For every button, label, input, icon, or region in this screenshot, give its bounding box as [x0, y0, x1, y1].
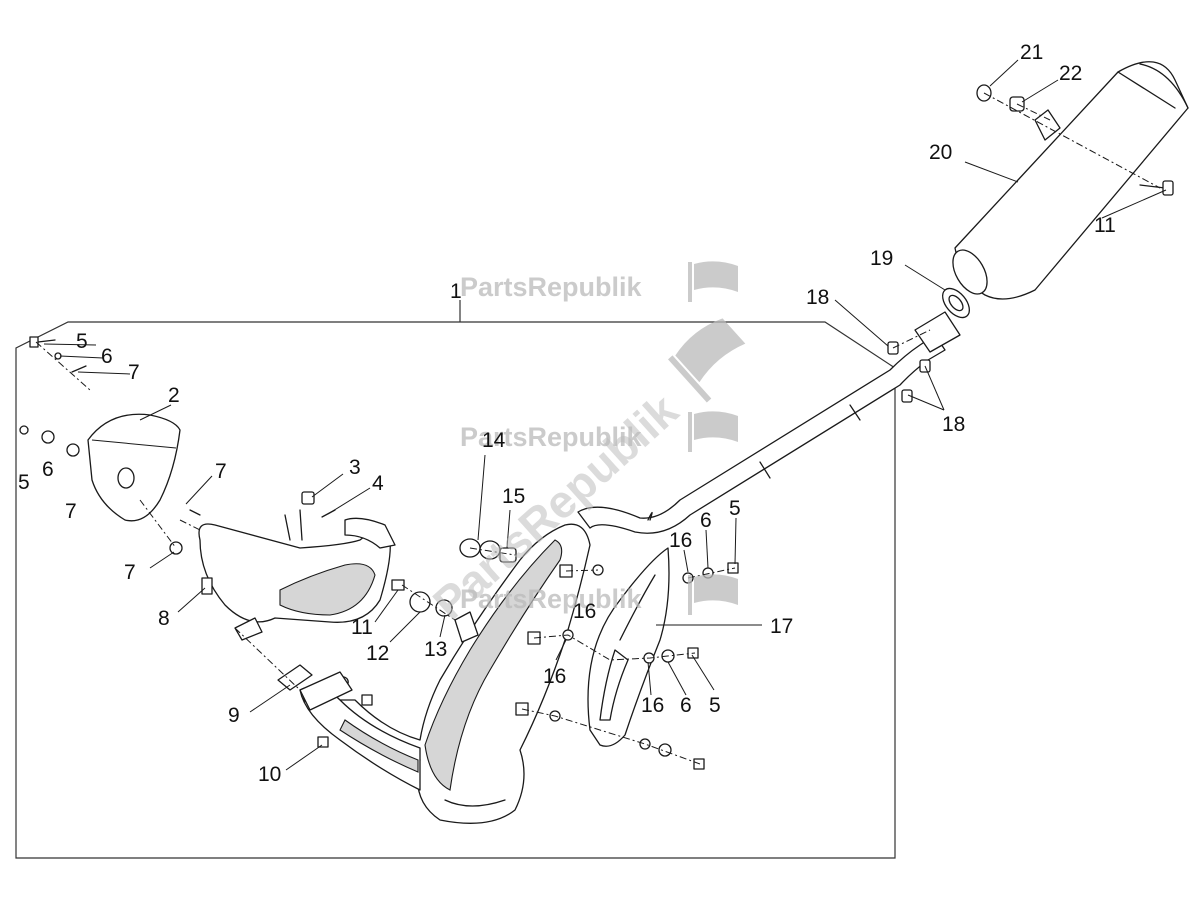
- callout-8: 8: [158, 607, 170, 630]
- guard-cover[interactable]: [87, 413, 181, 522]
- callout-5: 5: [76, 330, 88, 353]
- exhaust-flange[interactable]: [277, 664, 353, 711]
- callout-19: 19: [870, 247, 893, 270]
- callout-16: 16: [543, 665, 566, 688]
- callout-5: 5: [709, 694, 721, 717]
- callout-6: 6: [42, 458, 54, 481]
- callout-4: 4: [372, 472, 384, 495]
- callout-15: 15: [502, 485, 525, 508]
- callout-17: 17: [770, 615, 793, 638]
- callout-22: 22: [1059, 62, 1082, 85]
- leader-lines: [43, 59, 1167, 771]
- watermark-flag-icon: [688, 412, 692, 452]
- callout-5: 5: [18, 471, 30, 494]
- watermark-flag-icon: [688, 262, 692, 302]
- callout-14: 14: [482, 429, 506, 452]
- assembly-frame: [15, 300, 896, 859]
- callout-6: 6: [680, 694, 692, 717]
- watermark-text: PartsRepublik: [460, 272, 643, 302]
- watermark-flag-icon: [668, 355, 712, 403]
- callout-21: 21: [1020, 41, 1043, 64]
- callout-2: 2: [168, 384, 180, 407]
- watermark-top: PartsRepublik: [460, 261, 738, 302]
- callout-16: 16: [669, 529, 692, 552]
- callout-10: 10: [258, 763, 281, 786]
- callout-labels: 1 2 3 4 5 5 5 5 6 6 6 6 7 7 7 7 8 9 10 1…: [18, 41, 1116, 786]
- callout-13: 13: [424, 638, 447, 661]
- callout-7: 7: [215, 460, 227, 483]
- watermark-text: PartsRepublik: [460, 422, 643, 452]
- callout-7: 7: [65, 500, 77, 523]
- watermark-lower: PartsRepublik: [460, 574, 738, 615]
- callout-5: 5: [729, 497, 741, 520]
- gasket-ring[interactable]: [937, 284, 974, 323]
- callout-11: 11: [1094, 214, 1116, 237]
- callout-3: 3: [349, 456, 361, 479]
- callout-7: 7: [128, 361, 140, 384]
- callout-7: 7: [124, 561, 136, 584]
- watermark-middle: PartsRepublik: [460, 411, 738, 452]
- watermark-text: PartsRepublik: [460, 584, 643, 614]
- mid-pipe[interactable]: [577, 311, 961, 534]
- watermark-flag-icon: [688, 575, 692, 615]
- callout-18: 18: [806, 286, 829, 309]
- callout-18: 18: [942, 413, 965, 436]
- callout-9: 9: [228, 704, 240, 727]
- callout-20: 20: [929, 141, 952, 164]
- assembly-lines: [35, 92, 1161, 765]
- front-silencer[interactable]: [198, 509, 396, 641]
- callout-1: 1: [450, 280, 462, 303]
- callout-11: 11: [351, 616, 373, 639]
- callout-6: 6: [101, 345, 113, 368]
- callout-16: 16: [641, 694, 664, 717]
- silencer[interactable]: [946, 61, 1189, 300]
- callout-16: 16: [573, 600, 596, 623]
- callout-12: 12: [366, 642, 389, 665]
- heat-shield[interactable]: [587, 547, 670, 747]
- callout-6: 6: [700, 509, 712, 532]
